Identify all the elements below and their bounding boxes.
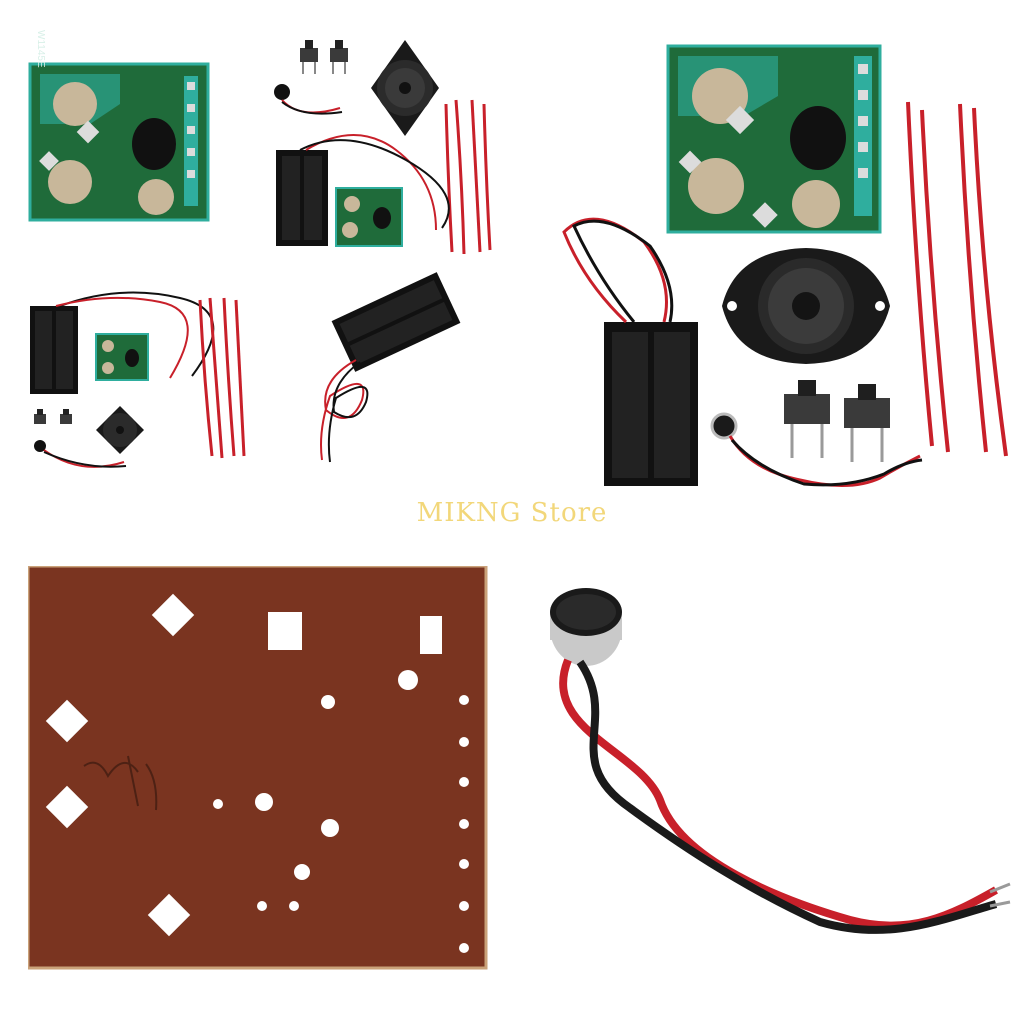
microphone-icon — [274, 84, 343, 115]
microphone-closeup — [520, 570, 1024, 970]
push-button-icon — [300, 40, 318, 74]
pcb-module-icon — [666, 44, 882, 234]
microphone-icon — [550, 588, 1011, 934]
kit-overview-top-left: W1145E — [0, 0, 500, 480]
pcb-module-icon: W1145E — [28, 30, 210, 222]
speaker-icon — [96, 406, 144, 454]
push-button-icon — [844, 384, 890, 462]
battery-holder-icon — [30, 291, 215, 394]
microphone-icon — [34, 440, 127, 468]
pcb-module-icon — [335, 187, 403, 247]
push-button-icon — [330, 40, 348, 74]
speaker-icon — [722, 248, 890, 364]
kit-detail-top-right — [500, 0, 1024, 500]
pcb-module-icon — [95, 333, 149, 381]
wire — [327, 361, 369, 463]
battery-holder-icon — [331, 272, 461, 372]
speaker-icon — [371, 40, 439, 136]
jumper-wires-icon — [198, 297, 246, 459]
jumper-wires-icon — [444, 99, 492, 255]
wire — [320, 359, 365, 461]
bare-pcb-board — [28, 566, 488, 970]
store-watermark: MIKNG Store — [416, 498, 608, 528]
battery-holder-icon — [562, 217, 698, 486]
push-button-icon — [60, 409, 72, 424]
battery-holder-icon — [276, 134, 450, 246]
push-button-icon — [34, 409, 46, 424]
pcb-silkscreen-label: W1145E — [35, 30, 46, 68]
push-button-icon — [784, 380, 830, 458]
microphone-icon — [710, 412, 923, 487]
bare-pcb-icon — [28, 566, 488, 970]
jumper-wires-icon — [906, 101, 1008, 457]
